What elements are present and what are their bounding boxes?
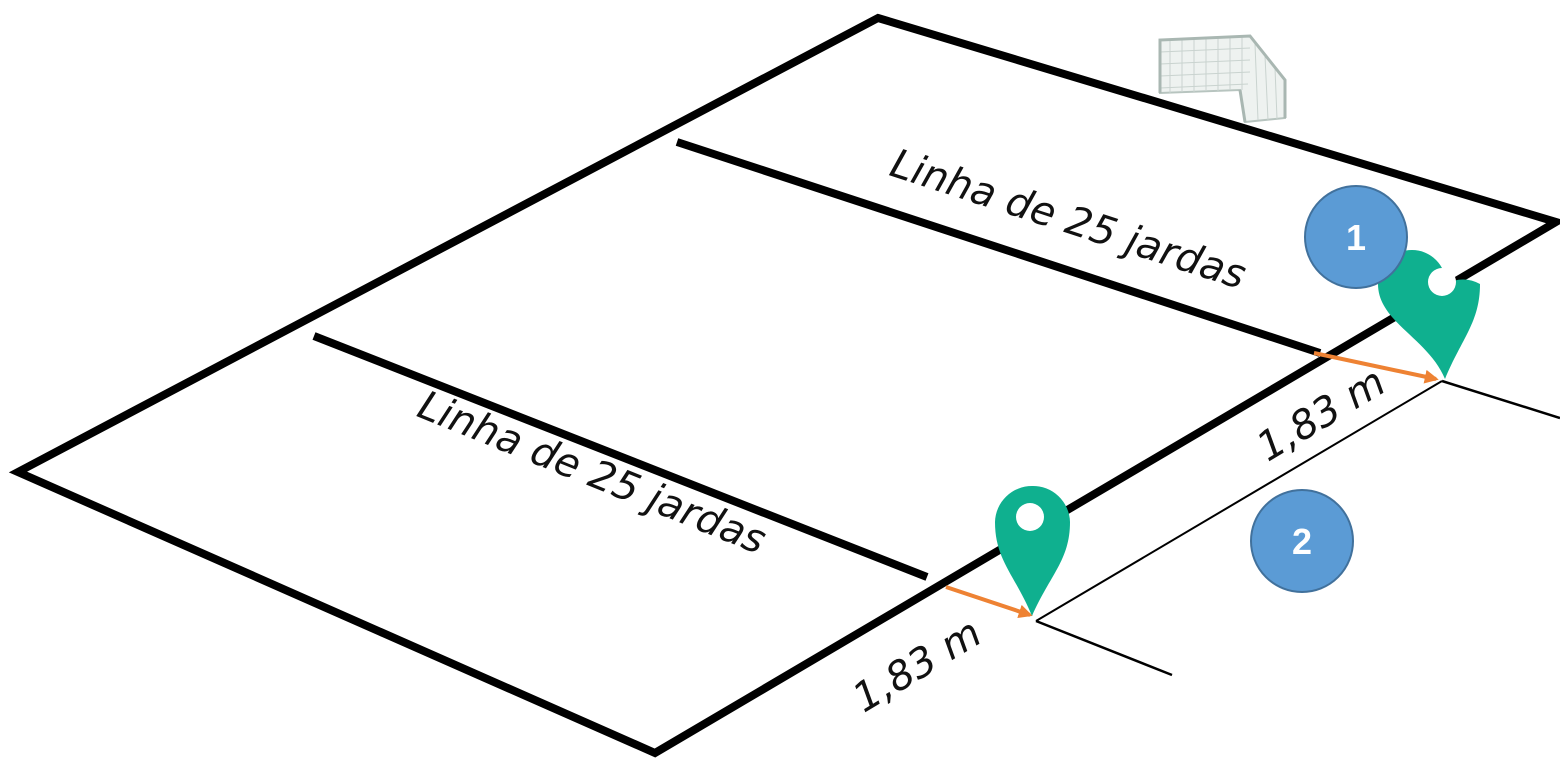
extension-line-lower: [1035, 619, 1173, 677]
goal-net-icon: [1158, 34, 1287, 124]
distance-label-upper: 1,83 m: [1249, 359, 1393, 471]
map-pin-icon: [995, 485, 1070, 616]
badge-1: 1: [1304, 185, 1408, 289]
line-label-lower: Linha de 25 jardas: [412, 382, 773, 563]
badge-2-label: 2: [1292, 521, 1312, 562]
extension-line-upper: [1441, 379, 1560, 420]
badge-2: 2: [1250, 489, 1354, 593]
distance-arrow-upper: [1313, 351, 1439, 384]
badge-1-label: 1: [1346, 217, 1366, 258]
distance-arrow-lower: [945, 585, 1033, 619]
twenty-five-yard-line-upper: [675, 138, 1322, 357]
field-boundary: [8, 13, 1560, 758]
twenty-five-yard-line-lower: [312, 332, 929, 581]
line-label-upper: Linha de 25 jardas: [885, 141, 1252, 299]
connector-line: [1035, 380, 1443, 622]
map-pin-icon: [1378, 250, 1480, 379]
